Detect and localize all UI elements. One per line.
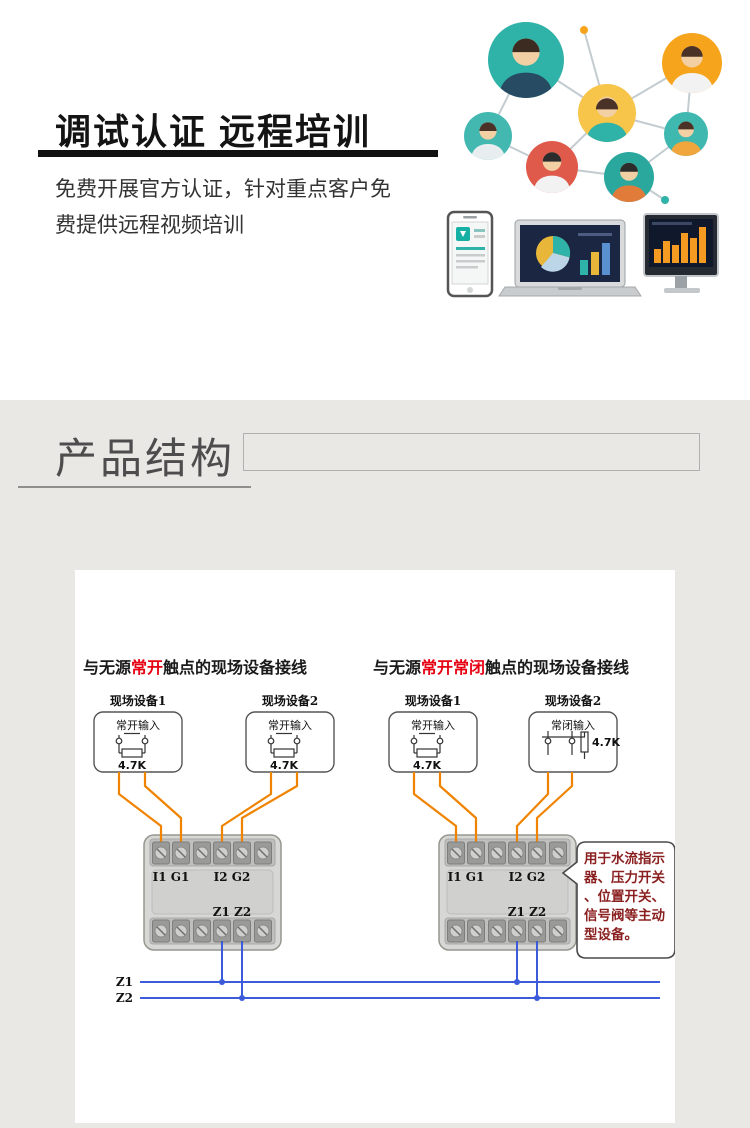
person-icon: [670, 121, 702, 156]
hero-title: 调试认证 远程培训: [55, 111, 372, 152]
device-input-label: 常闭输入: [551, 718, 595, 732]
devices-illustration: [446, 210, 719, 298]
device-input-label: 常开输入: [116, 718, 160, 732]
hero-section: 调试认证 远程培训 免费开展官方认证，针对重点客户免 费提供远程视频培训: [0, 0, 750, 400]
avatar-7: [604, 152, 654, 202]
person-icon: [499, 38, 553, 98]
field-device-box-right-1: 现场设备1 常开输入 4.7K: [388, 693, 478, 773]
module-2-label-i1g1: I1 G1: [448, 870, 485, 884]
callout-line: 、位置开关、: [584, 888, 665, 905]
laptop-illustration: [498, 219, 642, 297]
section-title-box: [243, 433, 700, 471]
bus-lines: [140, 941, 660, 1001]
person-icon: [586, 96, 628, 142]
module-1-label-z1z2: Z1 Z2: [213, 905, 251, 919]
section-title-underline: [18, 486, 251, 488]
diagram-right-title: 与无源常开常闭触点的现场设备接线: [373, 658, 629, 677]
diagram-panel: 与无源常开触点的现场设备接线 与无源常开常闭触点的现场设备接线 现场设备1 常开…: [75, 570, 675, 1123]
field-device-box-right-2: 现场设备2 常闭输入 4.7K: [528, 693, 620, 773]
device-label: 现场设备1: [110, 693, 166, 708]
avatar-3: [578, 84, 636, 142]
resistor-label: 4.7K: [118, 759, 146, 772]
device-label: 现场设备2: [262, 693, 318, 708]
avatar-2: [662, 33, 722, 93]
callout-bubble: 用于水流指示 器、压力开关 、位置开关、 信号阀等主动 型设备。: [561, 841, 675, 959]
network-node-dot: [661, 196, 669, 204]
person-icon: [471, 122, 505, 160]
section-title: 产品结构: [55, 435, 236, 482]
hero-description-line2: 费提供远程视频培训: [55, 214, 244, 237]
module-2-label-z1z2: Z1 Z2: [508, 905, 546, 919]
smartphone-illustration: [446, 210, 494, 298]
callout-line: 器、压力开关: [583, 869, 665, 886]
bus-label-z2: Z2: [116, 991, 133, 1005]
module-1-label-i2g2: I2 G2: [214, 870, 251, 884]
resistor-label: 4.7K: [592, 736, 620, 749]
hero-description-line1: 免费开展官方认证，针对重点客户免: [55, 178, 391, 201]
field-wiring-left: [117, 772, 299, 850]
device-label: 现场设备1: [405, 693, 461, 708]
device-input-label: 常开输入: [411, 718, 455, 732]
module-2-label-i2g2: I2 G2: [509, 870, 546, 884]
avatar-1: [488, 22, 564, 98]
person-icon: [611, 162, 647, 202]
hero-description: 免费开展官方认证，针对重点客户免 费提供远程视频培训: [55, 172, 435, 244]
device-input-label: 常开输入: [268, 718, 312, 732]
callout-line: 信号阀等主动: [584, 907, 665, 924]
callout-line: 用于水流指示: [584, 850, 665, 867]
diagram-left-title: 与无源常开触点的现场设备接线: [83, 658, 307, 677]
field-device-box-left-1: 现场设备1 常开输入 4.7K: [93, 693, 183, 773]
resistor-label: 4.7K: [413, 759, 441, 772]
hero-title-underline: [38, 150, 438, 157]
device-label: 现场设备2: [545, 693, 601, 708]
network-node-dot: [580, 26, 588, 34]
avatar-4: [464, 112, 512, 160]
monitor-illustration: [643, 213, 719, 293]
avatar-6: [664, 112, 708, 156]
callout-line: 型设备。: [584, 926, 638, 943]
resistor-label: 4.7K: [270, 759, 298, 772]
products-section: 产品结构 与无源常开触点的现场设备接线 与无源常开常闭触点的现场设备接线 现场设…: [0, 400, 750, 1128]
field-wiring-right: [412, 772, 574, 850]
person-icon: [670, 46, 714, 93]
bus-label-z1: Z1: [116, 975, 133, 989]
avatar-5: [526, 141, 578, 193]
person-icon: [533, 152, 571, 193]
module-1-label-i1g1: I1 G1: [153, 870, 190, 884]
wiring-diagram: 与无源常开触点的现场设备接线 与无源常开常闭触点的现场设备接线 现场设备1 常开…: [83, 658, 675, 1005]
field-device-box-left-2: 现场设备2 常开输入 4.7K: [245, 693, 335, 773]
